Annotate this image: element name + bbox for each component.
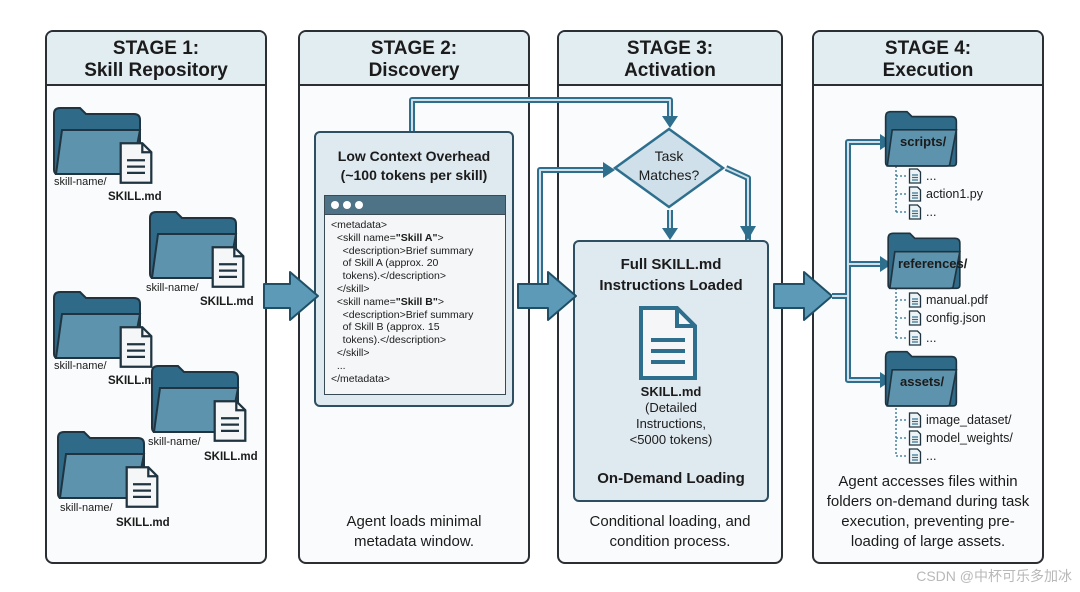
assets-folder-label: assets/ xyxy=(900,374,945,389)
code-line: </skill> xyxy=(331,346,370,359)
skill-folder-label: skill-name/ xyxy=(54,176,107,188)
file-icon xyxy=(908,310,922,326)
file-icon xyxy=(908,168,922,184)
document-description: (Detailed Instructions, <5000 tokens) xyxy=(629,400,713,447)
stage-4-number: STAGE 4: xyxy=(884,38,972,59)
stage-3-number: STAGE 3: xyxy=(626,38,714,59)
file-icon xyxy=(908,204,922,220)
metadata-card: Low Context Overhead (~100 tokens per sk… xyxy=(314,131,514,407)
decision-label: Task Matches? xyxy=(638,148,700,183)
stage-4-caption: Agent accesses files within folders on-d… xyxy=(826,473,1030,550)
stage-3-header: STAGE 3: Activation xyxy=(559,32,781,86)
skill-loaded-title: Full SKILL.md Instructions Loaded xyxy=(599,256,743,294)
skill-file-label: SKILL.md xyxy=(204,451,258,463)
file-icon xyxy=(908,330,922,346)
decision-diamond xyxy=(612,127,726,209)
document-name: SKILL.md xyxy=(640,384,702,399)
skill-folder-label: skill-name/ xyxy=(54,360,107,372)
code-line: <description>Brief summary xyxy=(331,244,474,257)
file-item: model_weights/ xyxy=(926,431,1013,445)
stage-3-caption: Conditional loading, and condition proce… xyxy=(589,513,751,550)
metadata-card-title: Low Context Overhead (~100 tokens per sk… xyxy=(337,148,491,183)
skill-folder-label: skill-name/ xyxy=(60,502,113,514)
code-line: </skill> xyxy=(331,282,370,295)
skill-file-label: SKILL.md xyxy=(108,191,162,203)
skill-file-label: SKILL.md xyxy=(116,517,170,529)
window-dot-icon xyxy=(331,201,339,209)
code-line: <metadata> xyxy=(331,219,388,231)
arrowhead-icon xyxy=(662,116,678,128)
watermark: CSDN @中杯可乐多加冰 xyxy=(916,568,1072,584)
code-line: tokens).</description> xyxy=(331,334,446,347)
stage-1-header: STAGE 1: Skill Repository xyxy=(47,32,265,86)
arrowhead-icon xyxy=(603,162,615,178)
stage-2-title: Discovery xyxy=(368,60,460,81)
file-item: action1.py xyxy=(926,187,983,201)
arrowhead-icon xyxy=(662,228,678,240)
stage3-to-stage4-arrow xyxy=(773,271,833,321)
discovery-to-decision-line xyxy=(409,97,673,131)
file-item: manual.pdf xyxy=(926,293,988,307)
code-line: of Skill B (approx. 15 xyxy=(331,321,440,334)
file-item: ... xyxy=(926,169,937,183)
stage1-to-stage2-arrow xyxy=(263,271,319,321)
stage-4-title: Execution xyxy=(882,60,974,81)
code-line: <description>Brief summary xyxy=(331,308,474,321)
code-line: <skill name="Skill B"> xyxy=(331,295,444,308)
stage2-to-stage3-arrow xyxy=(517,271,577,321)
code-line: <skill name="Skill A"> xyxy=(331,231,444,244)
arrowhead-icon xyxy=(740,226,756,240)
code-line: ... xyxy=(331,359,346,372)
file-icon xyxy=(908,186,922,202)
window-dot-icon xyxy=(355,201,363,209)
stage-2-header: STAGE 2: Discovery xyxy=(300,32,528,86)
stage-1-title: Skill Repository xyxy=(84,60,228,81)
stage-1-number: STAGE 1: xyxy=(112,38,200,59)
window-dot-icon xyxy=(343,201,351,209)
file-item: config.json xyxy=(926,311,986,325)
metadata-window: <metadata> <skill name="Skill A"> <descr… xyxy=(324,195,506,395)
file-icon xyxy=(908,430,922,446)
code-line: </metadata> xyxy=(331,372,390,385)
metadata-code: <metadata> <skill name="Skill A"> <descr… xyxy=(331,219,473,385)
file-item: ... xyxy=(926,331,937,345)
stage-2-caption: Agent loads minimal metadata window. xyxy=(346,513,482,550)
skill-file-label: SKILL.md xyxy=(200,296,254,308)
file-item: ... xyxy=(926,449,937,463)
code-line: of Skill A (approx. 20 xyxy=(331,257,439,270)
code-line: tokens).</description> xyxy=(331,270,446,283)
skill-folder-label: skill-name/ xyxy=(148,436,201,448)
file-icon xyxy=(908,448,922,464)
references-folder-label: references/ xyxy=(898,256,968,271)
stage-2-number: STAGE 2: xyxy=(370,38,458,59)
on-demand-label: On-Demand Loading xyxy=(597,470,745,487)
stage2-to-decision-line xyxy=(537,167,605,288)
skill-folder-label: skill-name/ xyxy=(146,282,199,294)
file-icon xyxy=(908,292,922,308)
document-icon xyxy=(639,306,697,380)
stage-4-header: STAGE 4: Execution xyxy=(814,32,1042,86)
skill-loaded-card: Full SKILL.md Instructions Loaded SKILL.… xyxy=(573,240,769,502)
file-item: ... xyxy=(926,205,937,219)
file-item: image_dataset/ xyxy=(926,413,1012,427)
stage-3-title: Activation xyxy=(624,60,716,81)
window-title-bar xyxy=(325,196,505,215)
scripts-folder-label: scripts/ xyxy=(900,134,947,149)
skill-file-label: SKILL.md xyxy=(108,375,162,387)
file-icon xyxy=(908,412,922,428)
